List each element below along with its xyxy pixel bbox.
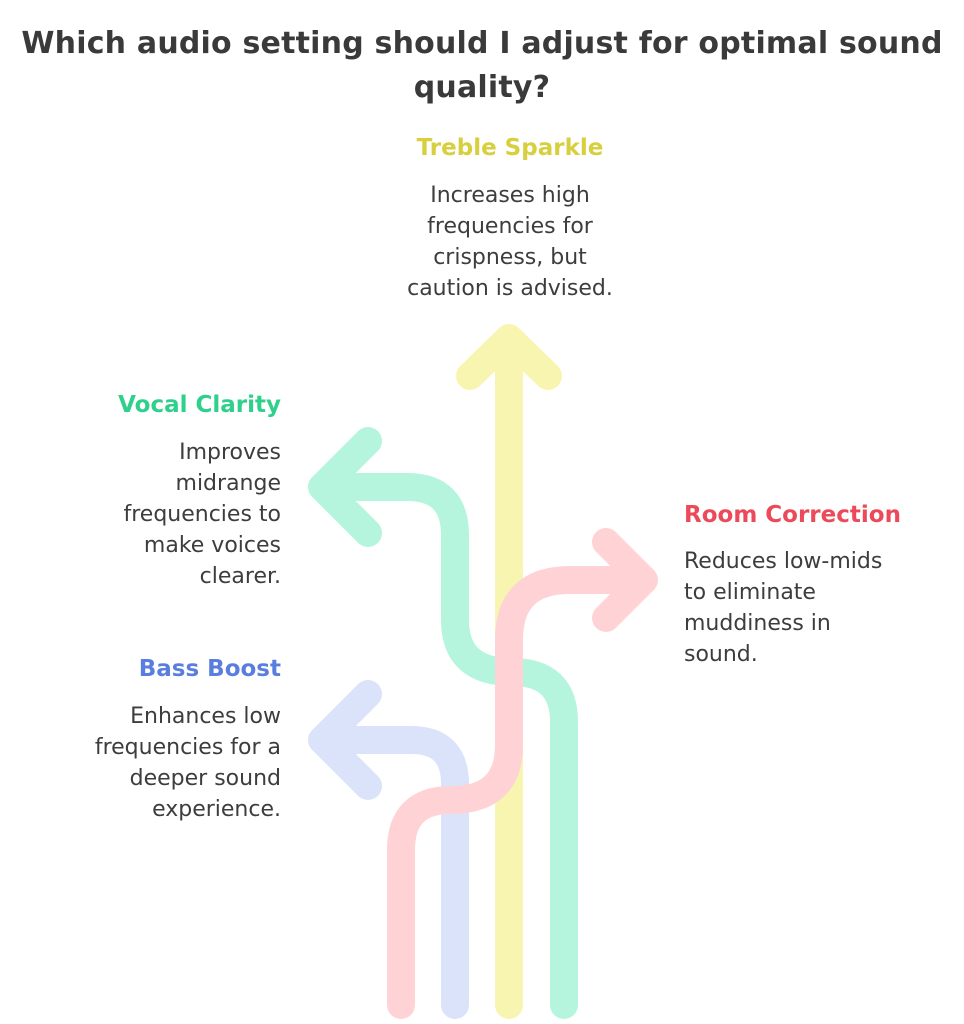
bass-desc-line: Enhances low <box>130 704 281 729</box>
room-correction-label: Room Correction <box>684 502 901 528</box>
bass-boost-description: Enhances low frequencies for a deeper so… <box>40 701 281 825</box>
treble-desc-line: crispness, but <box>433 245 587 270</box>
room-correction-arrow <box>387 528 658 1019</box>
bass-boost-arrow <box>308 680 469 1019</box>
vocal-desc-line: clearer. <box>199 564 281 589</box>
bass-desc-line: frequencies for a <box>94 735 281 760</box>
vocal-desc-line: frequencies to <box>123 502 281 527</box>
room-desc-line: to eliminate <box>684 580 816 605</box>
room-desc-line: Reduces low-mids <box>684 549 883 574</box>
treble-desc-line: Increases high <box>430 183 590 208</box>
vocal-desc-line: Improves <box>179 440 281 465</box>
vocal-clarity-label: Vocal Clarity <box>118 392 281 418</box>
bass-desc-line: experience. <box>152 797 281 822</box>
treble-sparkle-label: Treble Sparkle <box>416 135 604 161</box>
vocal-desc-line: make voices <box>143 533 281 558</box>
vocal-desc-line: midrange <box>175 471 281 496</box>
room-correction-description: Reduces low-mids to eliminate muddiness … <box>684 546 882 670</box>
room-desc-line: muddiness in <box>684 611 831 636</box>
title-line-2: quality? <box>413 70 551 105</box>
bass-boost-label: Bass Boost <box>138 656 281 682</box>
title-line-1: Which audio setting should I adjust for … <box>21 26 943 61</box>
treble-desc-line: frequencies for <box>427 214 593 239</box>
vocal-clarity-arrow <box>308 427 578 1019</box>
treble-desc-line: caution is advised. <box>407 276 613 301</box>
vocal-clarity-description: Improves midrange frequencies to make vo… <box>40 437 281 592</box>
bass-desc-line: deeper sound <box>129 766 281 791</box>
room-desc-line: sound. <box>684 642 758 667</box>
treble-sparkle-description: Increases high frequencies for crispness… <box>300 180 720 304</box>
page-title: Which audio setting should I adjust for … <box>0 22 964 110</box>
